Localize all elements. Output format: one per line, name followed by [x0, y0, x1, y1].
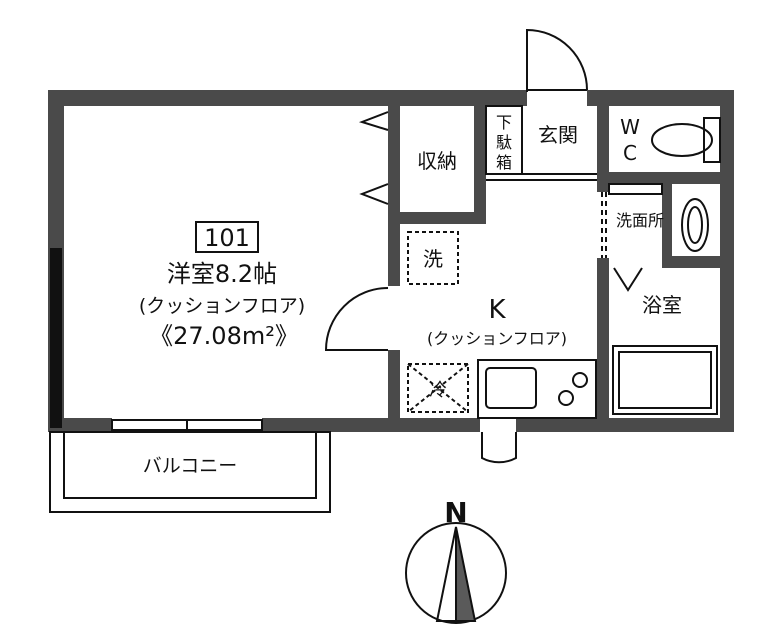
- fridge-space: [407, 363, 469, 413]
- wash-basin: [681, 198, 709, 252]
- entrance-label: 玄関: [538, 123, 578, 147]
- stove-burner-1: [572, 372, 588, 388]
- wall-wet-left-low: [597, 258, 609, 418]
- fridge-label: 冷: [429, 380, 447, 401]
- window-left: [50, 248, 62, 428]
- wall-storage-bottom: [400, 212, 486, 224]
- wall-bottom-mid: [262, 418, 480, 432]
- western-room-floor: (クッションフロア): [139, 295, 305, 317]
- washroom-dashes: [601, 192, 607, 258]
- western-room-area: 《27.08m²》: [149, 322, 299, 350]
- compass-north-label: N: [444, 496, 467, 529]
- unit-number-box: [195, 221, 259, 253]
- toilet-tank: [703, 117, 721, 163]
- fixtures: [49, 28, 721, 513]
- wall-storage-right: [474, 106, 486, 222]
- wall-partition-west: [388, 106, 400, 286]
- wc-label-2: C: [623, 141, 637, 165]
- wall-washroom-bottom: [669, 256, 720, 268]
- washer-label: 洗: [423, 247, 443, 271]
- bathroom-label: 浴室: [642, 293, 682, 317]
- wall-partition-west-low: [388, 350, 400, 418]
- bathtub-inner: [618, 351, 712, 409]
- compass-arrow-fill: [455, 526, 477, 622]
- kitchen-floor-label: (クッションフロア): [427, 329, 567, 348]
- washroom-door-frame: [608, 183, 663, 195]
- balcony-inner: [63, 431, 317, 499]
- entrance-door-swing: [526, 28, 588, 92]
- wall-top-right: [587, 90, 734, 106]
- labels: 101 洋室8.2帖 (クッションフロア) 《27.08m²》 収納 下 駄 箱…: [139, 113, 682, 477]
- wall-wet-left: [597, 106, 609, 192]
- shoe-box-label-1: 下: [496, 113, 512, 132]
- room-door-swing: [324, 287, 389, 351]
- stove-burner-2: [558, 390, 574, 406]
- kitchen-door-swing: [481, 432, 517, 464]
- wall-bottom-left: [48, 418, 112, 432]
- kitchen-counter: [477, 359, 597, 419]
- washer-space: [407, 231, 459, 285]
- wc-label-1: W: [620, 115, 640, 139]
- bathtub: [612, 345, 718, 415]
- storage-label: 収納: [417, 149, 457, 173]
- bath-door: [613, 267, 643, 292]
- wall-wc-bottom: [609, 172, 720, 184]
- storage-door-upper: [358, 111, 389, 131]
- shoe-box-label-2: 駄: [496, 133, 512, 152]
- balcony-label: バルコニー: [143, 455, 238, 477]
- wall-right: [720, 90, 734, 432]
- compass-ring: [405, 522, 507, 624]
- wall-bottom-right: [516, 418, 734, 432]
- fridge-x-2: [407, 363, 469, 413]
- kitchen-sink: [485, 367, 537, 409]
- toilet-bowl: [651, 123, 713, 157]
- wall-washroom-right-stub: [662, 184, 672, 268]
- wall-top-left: [48, 90, 527, 106]
- wash-basin-inner: [687, 206, 703, 244]
- compass: N: [405, 496, 507, 624]
- washroom-label: 洗面所: [616, 211, 664, 230]
- shoe-box-label-3: 箱: [496, 153, 512, 172]
- western-room-name: 洋室8.2帖: [167, 260, 277, 288]
- kitchen-label: K: [488, 295, 506, 325]
- unit-number: 101: [204, 224, 250, 252]
- compass-arrow-icon: [435, 526, 457, 622]
- storage-door-lower: [359, 183, 389, 205]
